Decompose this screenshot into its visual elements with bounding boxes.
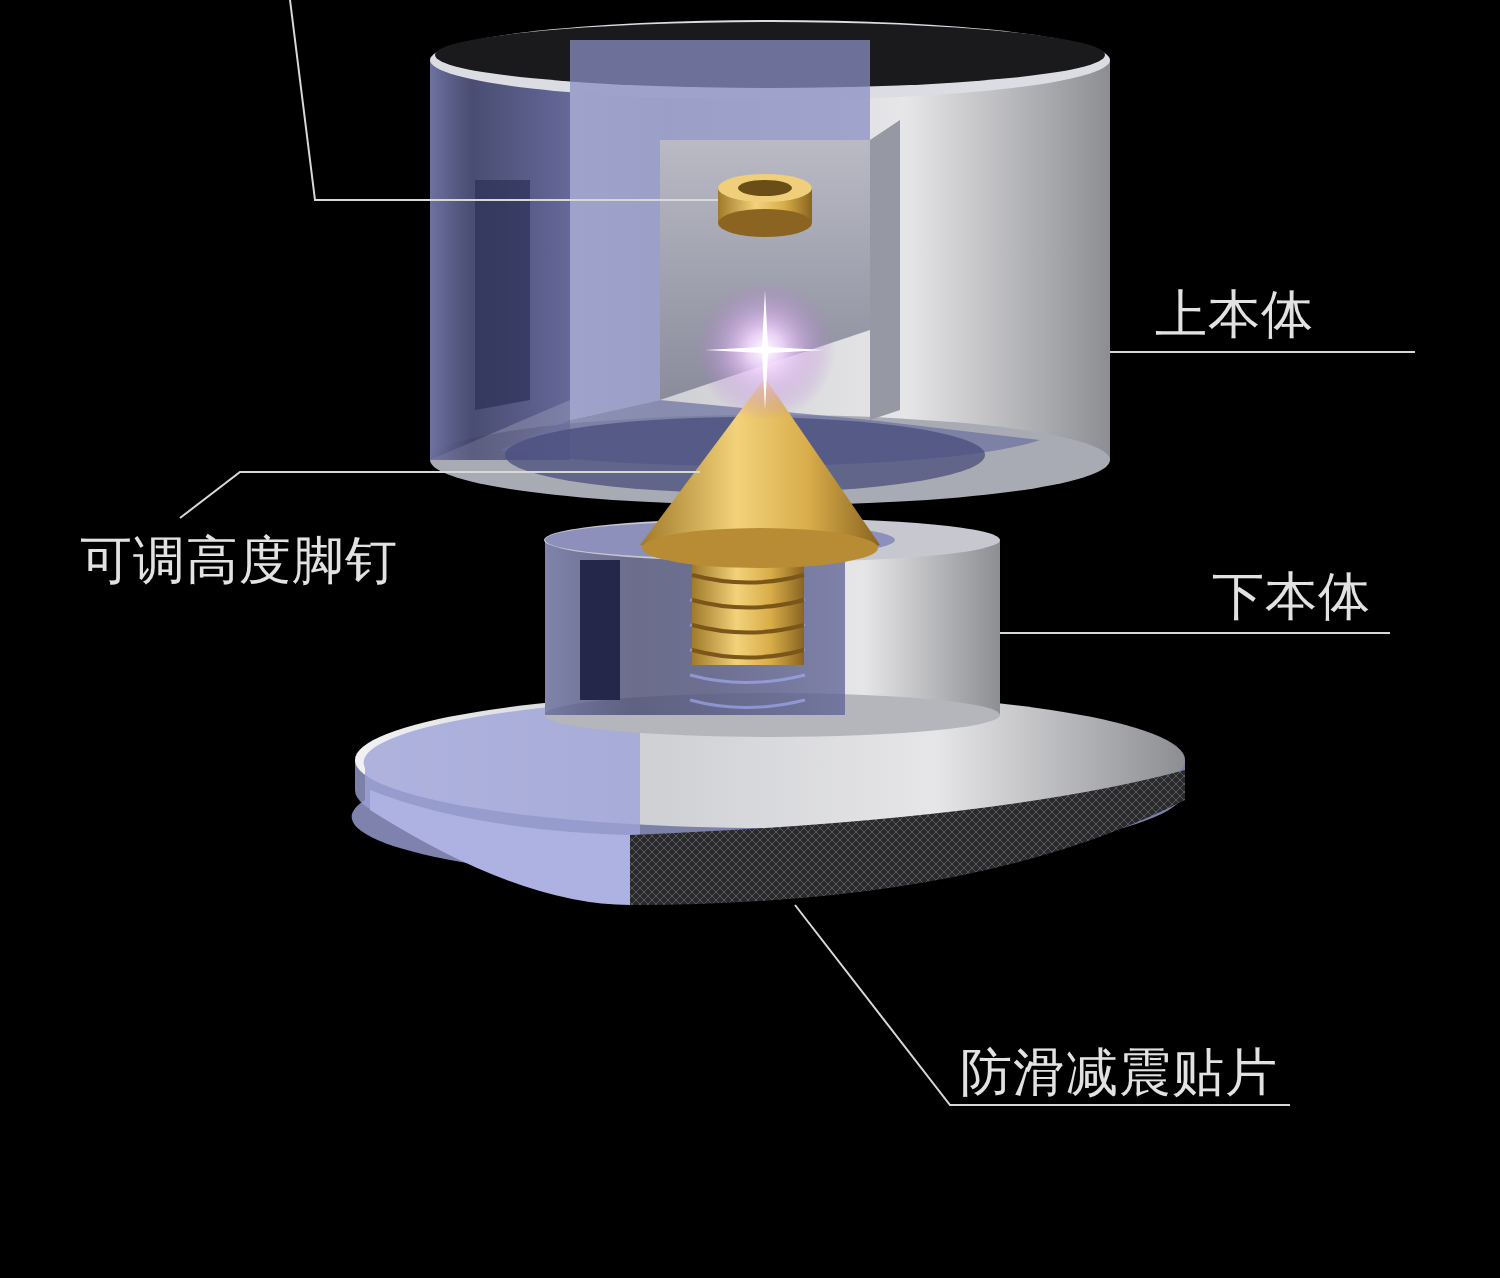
- part-label: 下本体: [1212, 570, 1371, 622]
- brass-insert: [718, 174, 812, 237]
- lower-body: [544, 518, 1000, 737]
- base-disc: [352, 692, 1185, 905]
- part-label: 可调高度脚钉: [80, 534, 398, 586]
- part-label: 防滑减震贴片: [960, 1046, 1278, 1098]
- part-label: 上本体: [1155, 288, 1314, 340]
